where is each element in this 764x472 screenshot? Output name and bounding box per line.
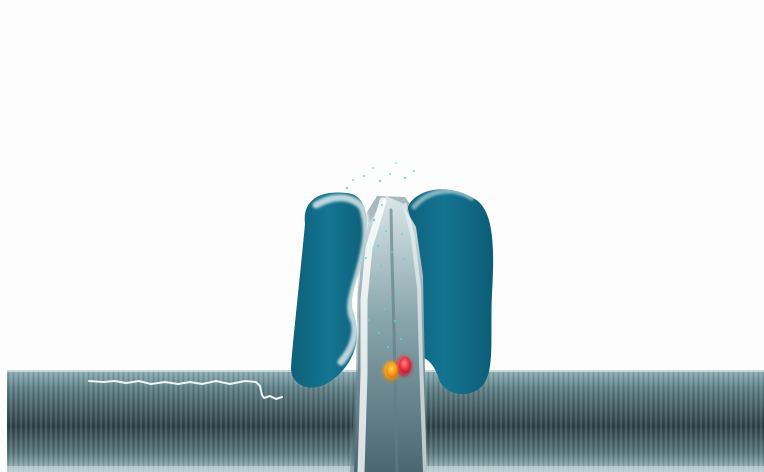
channel-scene <box>0 0 764 472</box>
